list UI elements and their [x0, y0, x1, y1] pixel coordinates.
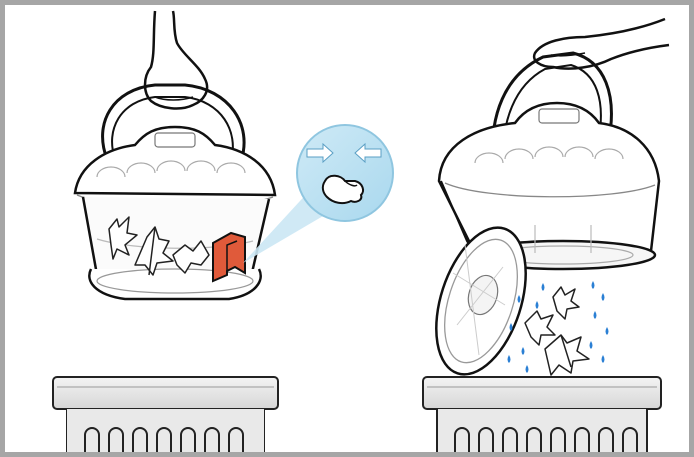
- trash-bin-right: [422, 376, 662, 452]
- leaf-debris-left: [108, 216, 210, 276]
- container-handle-left: [101, 83, 246, 162]
- falling-leaves: [524, 286, 590, 376]
- right-panel: [422, 17, 670, 452]
- pinching-hand-icon: [321, 174, 364, 205]
- hand-right: [532, 17, 670, 70]
- open-bottom-lid: [435, 226, 527, 376]
- release-tab: [212, 231, 246, 283]
- instruction-illustration: [52, 10, 670, 452]
- hand-left: [143, 10, 209, 110]
- left-panel: [52, 10, 394, 452]
- dust-container-right: [435, 101, 661, 376]
- container-handle-right: [490, 51, 613, 166]
- dust-container-left: [73, 125, 277, 301]
- press-tab-callout: [243, 124, 394, 263]
- squeeze-arrows-icon: [306, 142, 382, 164]
- water-droplets: [507, 281, 609, 373]
- trash-bin-left: [52, 376, 279, 452]
